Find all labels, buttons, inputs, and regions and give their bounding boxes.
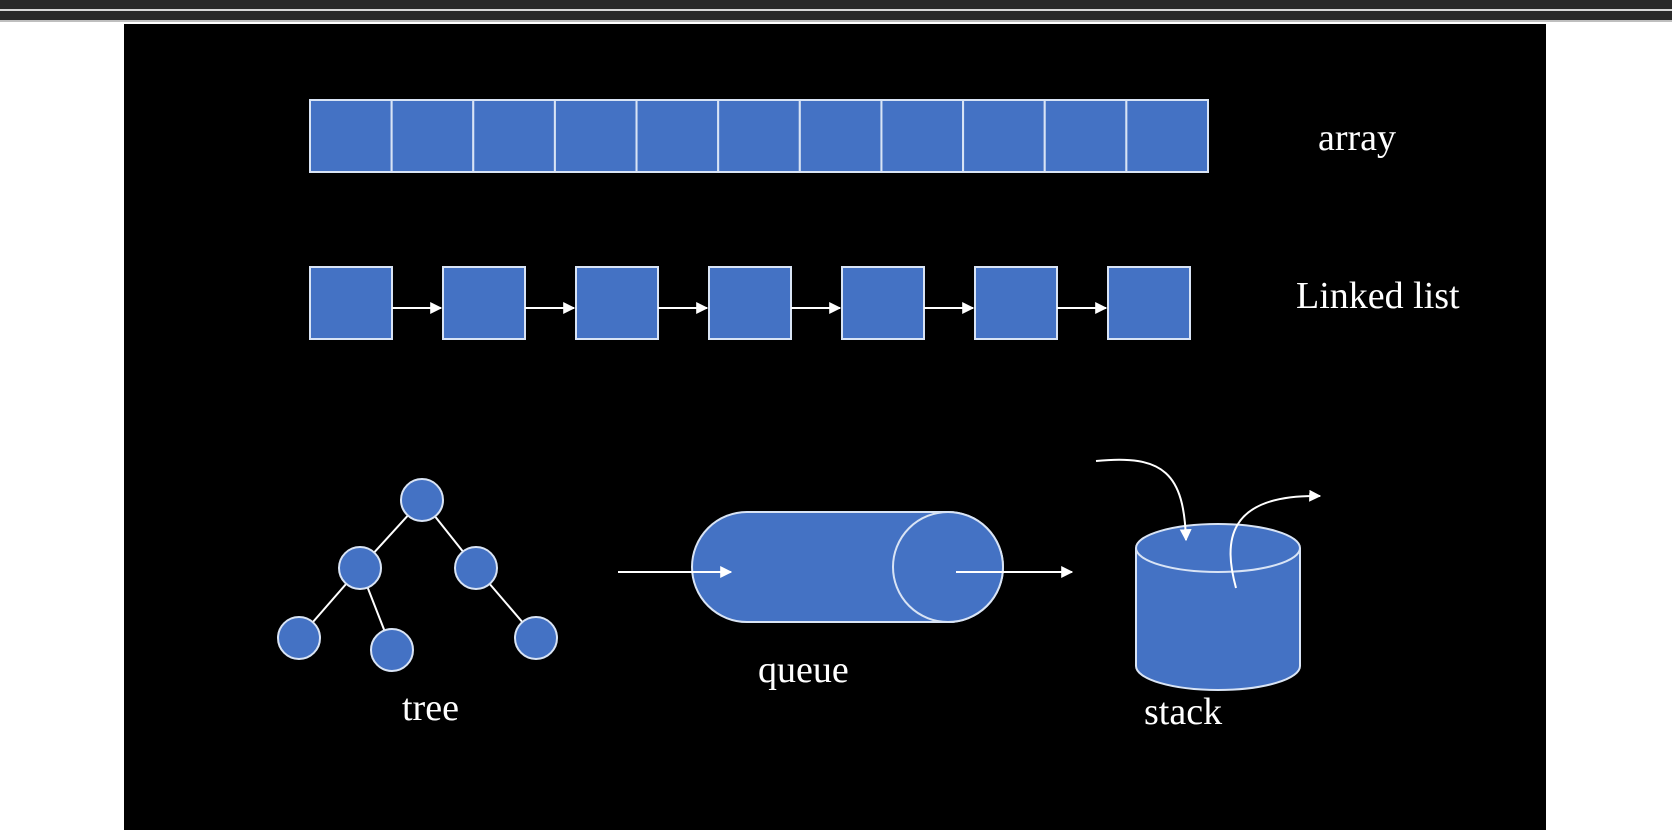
queue-cylinder-end	[892, 511, 1004, 623]
tree-node	[400, 478, 444, 522]
pop-arrow	[1229, 489, 1322, 589]
queue-label: queue	[758, 649, 849, 691]
linked-list-node	[575, 266, 659, 340]
window-top-bar	[0, 0, 1672, 22]
linked-list-label: Linked list	[1296, 275, 1460, 317]
linked-list-node	[1107, 266, 1191, 340]
stack-group	[1095, 458, 1322, 691]
linked-list-node	[708, 266, 792, 340]
tree-node	[277, 616, 321, 660]
stack-cylinder-body	[1135, 548, 1301, 691]
linked-list-node	[309, 266, 393, 340]
array-cell	[962, 99, 1046, 173]
array-group	[309, 99, 1209, 173]
linked-list-node	[841, 266, 925, 340]
queue-group	[618, 511, 1074, 623]
array-cell	[717, 99, 801, 173]
slide-canvas: array Linked list tree	[124, 24, 1546, 830]
tree-node	[338, 546, 382, 590]
stack-cylinder-top	[1135, 523, 1301, 573]
array-cell	[309, 99, 393, 173]
tree-node	[514, 616, 558, 660]
tree-node	[454, 546, 498, 590]
array-cell	[553, 99, 638, 173]
push-arrow	[1095, 458, 1192, 542]
array-cell	[880, 99, 965, 173]
tree-node	[370, 628, 414, 672]
linked-list-node	[442, 266, 526, 340]
array-cell	[798, 99, 883, 173]
array-label: array	[1318, 117, 1396, 159]
tree-label: tree	[402, 687, 459, 729]
array-cell	[1043, 99, 1128, 173]
linked-list-group	[309, 266, 1191, 340]
array-cell	[390, 99, 475, 173]
data-structures-diagram: array Linked list tree	[277, 99, 1460, 733]
array-cell	[1125, 99, 1209, 173]
linked-list-node	[974, 266, 1058, 340]
array-cell	[635, 99, 720, 173]
stack-label: stack	[1144, 691, 1222, 733]
tree-group	[277, 478, 558, 672]
array-cell	[472, 99, 556, 173]
